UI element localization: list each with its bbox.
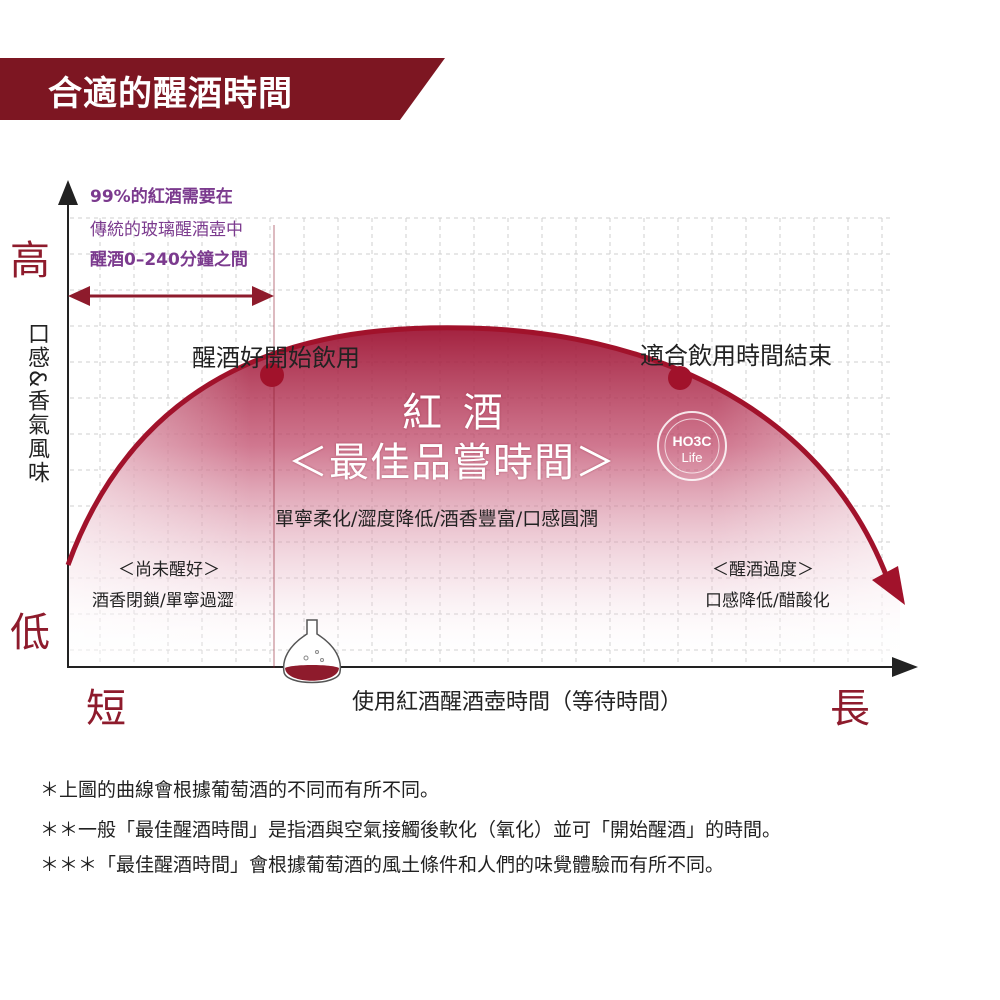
start-drinking-point bbox=[260, 363, 284, 387]
title-banner: 合適的醒酒時間 bbox=[0, 58, 445, 120]
end-drinking-label: 適合飲用時間結束 bbox=[640, 342, 832, 370]
right-zone-description: 口感降低/醋酸化 bbox=[705, 591, 830, 611]
banner-shape bbox=[0, 58, 445, 120]
decanter-icon bbox=[282, 619, 342, 684]
y-axis-high-label: 高 bbox=[10, 238, 50, 284]
page-title: 合適的醒酒時間 bbox=[48, 74, 293, 114]
note-line-1: 99%的紅酒需要在 bbox=[90, 187, 233, 207]
note-line-2: 傳統的玻璃醒酒壺中 bbox=[90, 220, 243, 240]
y-axis-arrow bbox=[58, 180, 78, 205]
y-axis-title: 口感&香氣風味 bbox=[24, 322, 49, 486]
x-axis-title: 使用紅酒醒酒壺時間（等待時間） bbox=[352, 690, 683, 715]
footnote-3: ＊＊＊「最佳醒酒時間」會根據葡萄酒的風土條件和人們的味覺體驗而有所不同。 bbox=[40, 854, 725, 876]
ho3c-logo: HO3C Life bbox=[654, 408, 730, 484]
center-description: 單寧柔化/澀度降低/酒香豐富/口感圓潤 bbox=[275, 508, 599, 530]
center-title: 紅 酒 bbox=[402, 390, 507, 436]
curve-arrowhead bbox=[872, 566, 905, 605]
left-zone-title: ＜尚未醒好＞ bbox=[118, 560, 220, 580]
logo-text-1: HO3C bbox=[673, 433, 712, 449]
x-axis-short-label: 短 bbox=[86, 686, 126, 732]
y-axis-low-label: 低 bbox=[10, 610, 50, 656]
x-axis-arrow bbox=[892, 657, 918, 677]
end-drinking-point bbox=[668, 366, 692, 390]
center-subtitle: ＜最佳品嘗時間＞ bbox=[288, 440, 616, 486]
note-line-3: 醒酒0–240分鐘之間 bbox=[90, 250, 248, 270]
footnote-1: ＊上圖的曲線會根據葡萄酒的不同而有所不同。 bbox=[40, 779, 440, 801]
right-zone-title: ＜醒酒過度＞ bbox=[712, 560, 814, 580]
x-axis-long-label: 長 bbox=[830, 686, 870, 732]
left-zone-description: 酒香閉鎖/單寧過澀 bbox=[92, 591, 234, 611]
footnote-2: ＊＊一般「最佳醒酒時間」是指酒與空氣接觸後軟化（氧化）並可「開始醒酒」的時間。 bbox=[40, 819, 782, 841]
double-arrow-icon bbox=[68, 225, 275, 668]
curve-line bbox=[65, 325, 891, 581]
curve-fill-fade bbox=[68, 327, 900, 665]
logo-text-2: Life bbox=[682, 450, 703, 465]
start-drinking-label: 醒酒好開始飲用 bbox=[192, 344, 360, 372]
